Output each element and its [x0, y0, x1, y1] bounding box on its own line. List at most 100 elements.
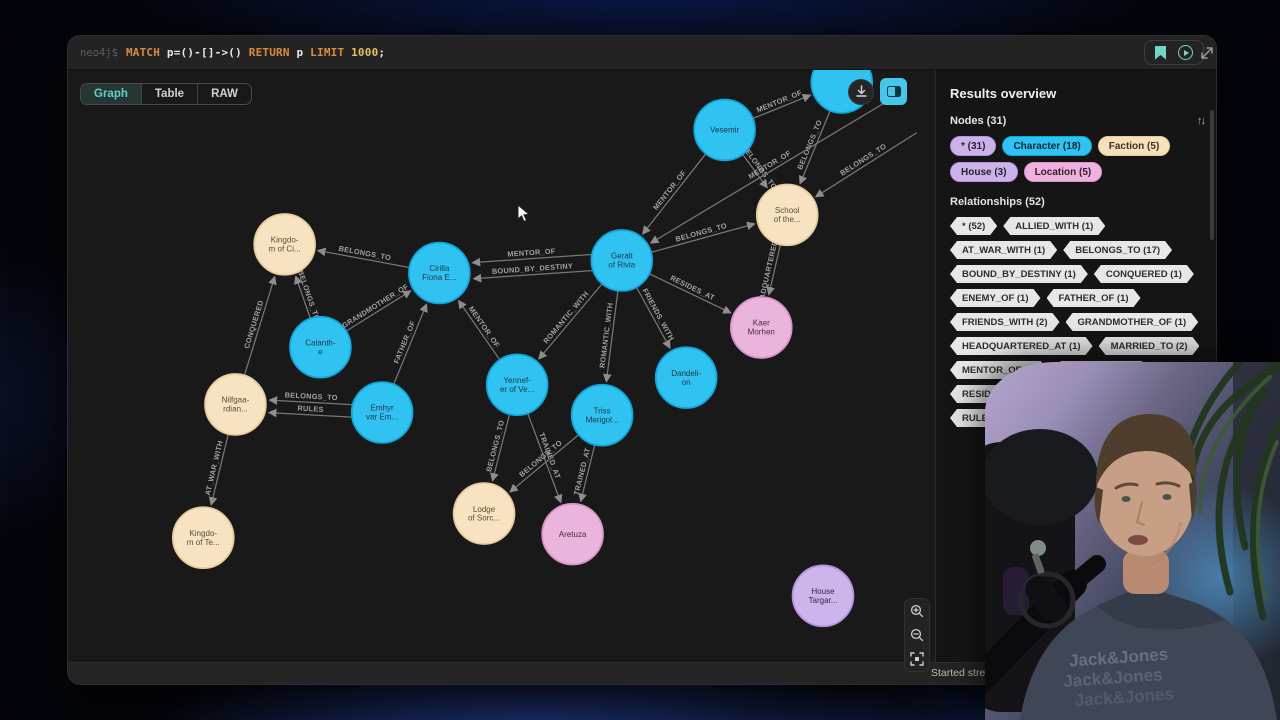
graph-edge-friends_with[interactable]	[635, 286, 671, 349]
graph-edge-conquered[interactable]	[243, 275, 277, 376]
tab-table[interactable]: Table	[140, 84, 197, 104]
shirt-brand-text: Jack&Jones Jack&Jones Jack&Jones	[1063, 645, 1175, 711]
graph-edge-headquartered_at[interactable]	[766, 244, 782, 296]
zoom-in-button[interactable]	[905, 599, 929, 623]
expand-window-icon[interactable]	[1198, 44, 1216, 62]
fit-to-screen-button[interactable]	[905, 647, 929, 671]
zoom-out-button[interactable]	[905, 623, 929, 647]
edge-label: AT_WAR_WITH	[203, 440, 225, 497]
graph-edge-mentor_of[interactable]	[458, 299, 501, 361]
graph-edge-father_of[interactable]	[393, 303, 428, 385]
graph-edge-at_war_with[interactable]	[208, 433, 229, 506]
graph-node-dandelion[interactable]: Dandeli-on	[654, 346, 718, 409]
relationship-pill[interactable]: BELONGS_TO (17)	[1063, 241, 1172, 259]
graph-edge-belongs_to[interactable]	[650, 221, 756, 254]
relationship-pill[interactable]: AT_WAR_WITH (1)	[950, 241, 1057, 259]
relationship-pill[interactable]: CONQUERED (1)	[1094, 265, 1194, 283]
graph-edge-belongs_to[interactable]	[294, 275, 312, 319]
relationship-pill[interactable]: FATHER_OF (1)	[1047, 289, 1141, 307]
edge-label: BOUND_BY_DESTINY	[492, 261, 574, 276]
graph-edge-belongs_to[interactable]	[742, 154, 768, 189]
graph-edge-grandmother_of[interactable]	[345, 290, 412, 332]
node-pill[interactable]: House (3)	[950, 162, 1018, 182]
relationships-header: Relationships (52)	[950, 196, 1045, 208]
graph-edge-romantic_with[interactable]	[602, 290, 619, 383]
query-actions	[1144, 40, 1204, 65]
edge-label: TRAINED_AT	[572, 447, 592, 497]
graph-node-yennefer[interactable]: Yennef-er of Ve...	[485, 353, 549, 417]
relationship-pill[interactable]: BOUND_BY_DESTINY (1)	[950, 265, 1088, 283]
panel-scrollbar[interactable]	[1210, 110, 1214, 240]
graph-edge-trained_at[interactable]	[527, 413, 563, 504]
node-pill[interactable]: * (31)	[950, 136, 997, 156]
cypher-query-input[interactable]: MATCH p=()-[]->() RETURN p LIMIT 1000;	[126, 46, 1136, 59]
graph-edge-belongs_to[interactable]	[316, 247, 410, 269]
graph-edge-trained_at[interactable]	[578, 444, 596, 503]
graph-edge-mentor_of[interactable]	[752, 93, 812, 120]
graph-node-aretuza[interactable]: Aretuza	[541, 502, 604, 566]
graph-node-kingdomci[interactable]: Kingdo-m of Ci...	[253, 213, 316, 276]
node-pill[interactable]: Location (5)	[1023, 162, 1103, 182]
graph-edge-mentor_of[interactable]	[641, 153, 707, 235]
canvas-buttons	[848, 78, 907, 105]
graph-edge-romantic_with[interactable]	[538, 283, 603, 360]
edge-label: ROMANTIC_WITH	[541, 289, 590, 345]
graph-node-nilfgaard[interactable]: Nilfgaa-rdian...	[204, 373, 267, 436]
webcam-overlay: Jack&Jones Jack&Jones Jack&Jones	[985, 362, 1280, 720]
graph-edge-belongs_to[interactable]	[509, 434, 580, 493]
graph-edge-mentor_of[interactable]	[649, 96, 895, 244]
relationship-pill[interactable]: * (52)	[950, 217, 997, 235]
node-label: Yennef-er of Ve...	[500, 376, 534, 394]
edge-label: BELONGS_TO	[838, 141, 888, 177]
graph-node-calanthe[interactable]: Calanth-e	[289, 315, 352, 379]
edge-label: RESIDES_AT	[669, 273, 717, 302]
relationship-pill[interactable]: HEADQUARTERED_AT (1)	[950, 337, 1093, 355]
node-pill[interactable]: Faction (5)	[1097, 136, 1171, 156]
relationship-pill[interactable]: FRIENDS_WITH (2)	[950, 313, 1060, 331]
query-editor-bar[interactable]: neo4j$ MATCH p=()-[]->() RETURN p LIMIT …	[68, 36, 1216, 70]
download-icon	[855, 85, 867, 97]
relationship-pill[interactable]: ALLIED_WITH (1)	[1003, 217, 1105, 235]
run-query-icon[interactable]	[1178, 45, 1193, 60]
sort-icon[interactable]: ↑↓	[1197, 115, 1206, 127]
graph-edge-resides_at[interactable]	[648, 273, 732, 314]
graph-edge-belongs_to[interactable]	[798, 110, 831, 185]
bookmark-icon[interactable]	[1155, 45, 1166, 60]
node-label: Kingdo-m of Ci...	[269, 236, 301, 254]
edge-label: MENTOR_OF	[467, 304, 502, 349]
graph-edge-rules[interactable]	[267, 408, 352, 418]
node-label: Calanth-e	[305, 338, 336, 356]
graph-edge-belongs_to[interactable]	[814, 132, 918, 198]
graph-edge-belongs_to[interactable]	[490, 414, 511, 482]
tab-raw[interactable]: RAW	[197, 84, 251, 104]
tab-graph[interactable]: Graph	[81, 84, 141, 104]
graph-node-kingdomte[interactable]: Kingdo-m of Te...	[171, 506, 235, 569]
edge-label: BELONGS_TO	[795, 118, 824, 170]
relationship-pill[interactable]: ENEMY_OF (1)	[950, 289, 1041, 307]
query-prompt: neo4j$	[80, 46, 118, 59]
graph-edge-bound_by_destiny[interactable]	[472, 269, 593, 283]
toggle-results-panel-button[interactable]	[880, 78, 907, 105]
graph-edge-belongs_to[interactable]	[268, 396, 353, 406]
node-pill[interactable]: Character (18)	[1002, 136, 1092, 156]
graph-node-vesemir[interactable]: Vesemir	[693, 98, 756, 162]
zoom-in-icon	[910, 604, 924, 618]
relationship-pill[interactable]: GRANDMOTHER_OF (1)	[1066, 313, 1199, 331]
graph-edge-mentor_of[interactable]	[471, 253, 591, 267]
status-text: Started strea	[931, 667, 992, 679]
download-graph-button[interactable]	[848, 78, 874, 105]
relationship-pill[interactable]: MARRIED_TO (2)	[1099, 337, 1200, 355]
